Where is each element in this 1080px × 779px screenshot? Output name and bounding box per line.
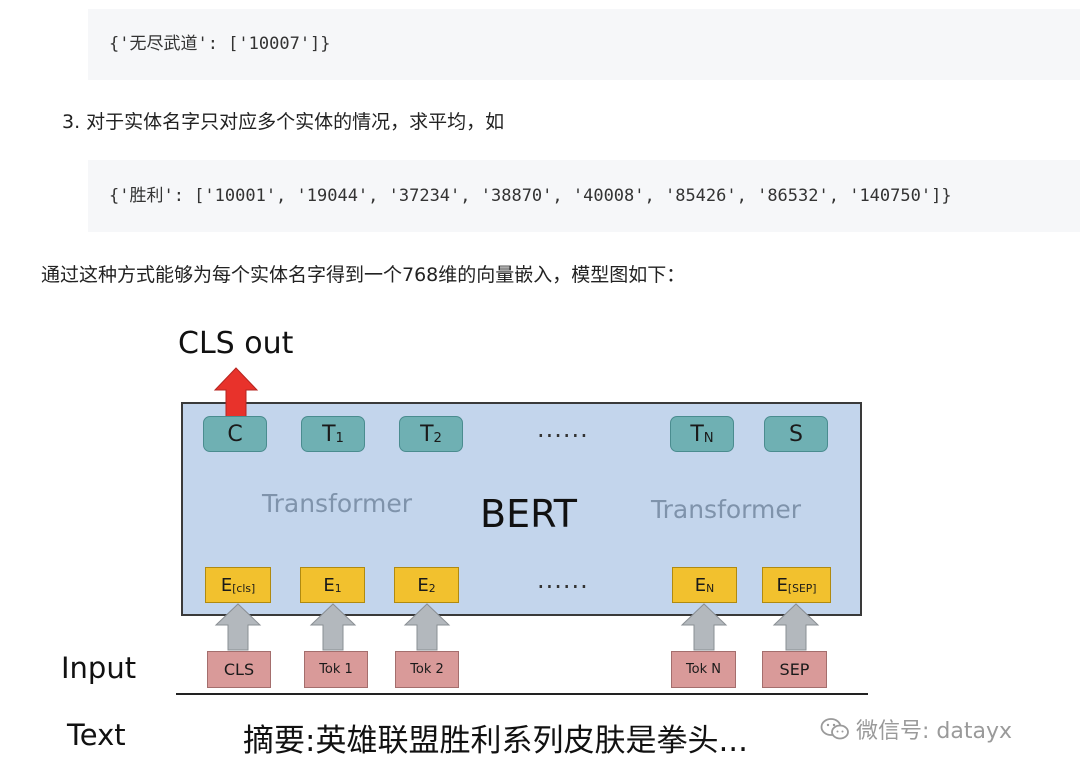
embedding-box: E[cls]: [205, 567, 271, 603]
token-box: C: [203, 416, 267, 452]
cls-out-arrow: [213, 367, 259, 418]
code-block: [88, 160, 1080, 232]
input-token-box: CLS: [207, 651, 271, 688]
input-token-box: Tok 2: [395, 651, 459, 688]
code-text: {'胜利': ['10001', '19044', '37234', '3887…: [109, 186, 952, 206]
up-arrow: [772, 603, 820, 651]
paragraph: 通过这种方式能够为每个实体名字得到一个768维的向量嵌入，模型图如下：: [41, 264, 686, 286]
up-arrow: [403, 603, 451, 651]
embedding-box: E[SEP]: [762, 567, 831, 603]
bert-box: [181, 402, 862, 616]
input-token-box: Tok 1: [304, 651, 368, 688]
input-token-box: Tok N: [671, 651, 736, 688]
transformer-label: Transformer: [262, 489, 413, 518]
watermark-text: 微信号: datayx: [856, 719, 1012, 744]
input-label: Input: [61, 651, 137, 685]
up-arrow: [680, 603, 728, 651]
code-text: {'无尽武道': ['10007']}: [109, 34, 331, 54]
list-item: 3. 对于实体名字只对应多个实体的情况，求平均，如: [62, 111, 505, 133]
text-label: Text: [67, 718, 126, 752]
divider: [176, 693, 868, 695]
code-block: [88, 9, 1080, 80]
ellipsis: ......: [537, 566, 589, 594]
input-token-box: SEP: [762, 651, 827, 688]
transformer-label: Transformer: [651, 495, 802, 524]
bert-label: BERT: [480, 492, 577, 536]
text-sentence: 摘要:英雄联盟胜利系列皮肤是拳头...: [243, 723, 749, 759]
up-arrow: [309, 603, 357, 651]
wechat-icon: [820, 718, 849, 740]
token-box: S: [764, 416, 828, 452]
up-arrow: [214, 603, 262, 651]
cls-out-label: CLS out: [178, 326, 294, 361]
ellipsis: ......: [537, 415, 589, 443]
watermark: 微信号: datayx: [820, 713, 1012, 745]
